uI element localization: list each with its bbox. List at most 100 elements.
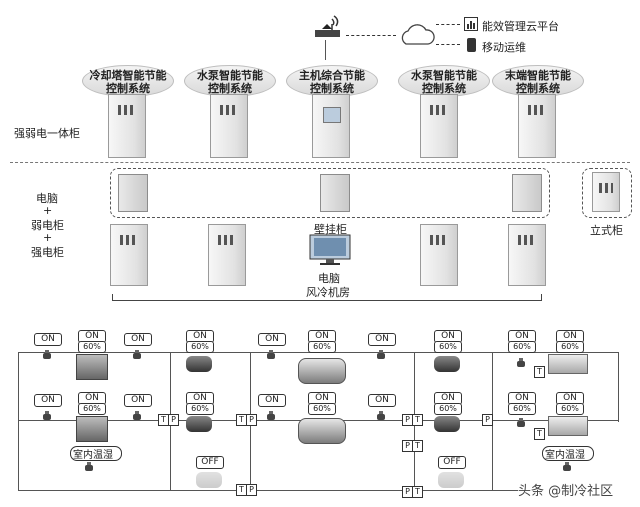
wall-cabinet-1: [118, 174, 148, 212]
pipe-bottom: [18, 490, 518, 491]
status-pct: 60%: [556, 403, 584, 415]
tag-p: P: [482, 414, 493, 426]
pipe-left: [18, 352, 19, 490]
tag-t: T: [412, 414, 423, 426]
router-icon: [312, 14, 342, 38]
air-handler-icon: [548, 416, 588, 436]
system-title-chiller: 主机综合节能 控制系统: [286, 65, 378, 97]
cloud-icon: [398, 22, 436, 46]
plus-1: +: [43, 204, 53, 217]
status-on: ON: [508, 392, 536, 405]
valve-icon: [516, 358, 526, 368]
plus-2: +: [43, 231, 53, 244]
cabinet-terminal: [518, 94, 556, 158]
tag-p: P: [246, 484, 257, 496]
status-pct: 60%: [556, 341, 584, 353]
status-on: ON: [78, 392, 106, 405]
computer-monitor-icon: [308, 234, 352, 266]
system-title-terminal: 末端智能节能 控制系统: [492, 65, 584, 97]
tag-t: T: [412, 486, 423, 498]
tag-t: T: [534, 366, 545, 378]
tag-p: P: [246, 414, 257, 426]
floor-cabinet-label: 立式柜: [590, 224, 623, 237]
status-pct: 60%: [434, 341, 462, 353]
status-pct: 60%: [308, 403, 336, 415]
status-pct: 60%: [508, 341, 536, 353]
status-on: ON: [368, 333, 396, 346]
status-on: ON: [368, 394, 396, 407]
cooling-tower-icon: [76, 416, 108, 442]
valve-icon: [376, 350, 386, 360]
computer-label: 电脑: [36, 192, 58, 205]
pump-icon-off: [196, 472, 222, 488]
valve-icon: [132, 411, 142, 421]
cabinet-cooling-tower: [108, 94, 146, 158]
valve-icon: [42, 411, 52, 421]
system-title-pump-2: 水泵智能节能 控制系统: [398, 65, 490, 97]
status-on: ON: [258, 394, 286, 407]
system-title-pump-1: 水泵智能节能 控制系统: [184, 65, 276, 97]
link-line: [436, 44, 460, 46]
weak-cabinet-label: 弱电柜: [31, 219, 64, 232]
tag-t: T: [412, 440, 423, 452]
tag-p: P: [168, 414, 179, 426]
indoor-temp-humidity-label: 室内温湿: [73, 450, 113, 461]
lower-cabinet-2: [208, 224, 246, 286]
cabinet-pump-1: [210, 94, 248, 158]
cabinet-chiller: [312, 94, 350, 158]
wall-cabinet-3: [512, 174, 542, 212]
tag-t: T: [534, 428, 545, 440]
air-handler-icon: [548, 354, 588, 374]
cooling-tower-icon: [76, 354, 108, 380]
machine-room-label: 风冷机房: [306, 286, 350, 299]
status-on: ON: [124, 394, 152, 407]
status-off: OFF: [196, 456, 224, 469]
status-pct: 60%: [308, 341, 336, 353]
lower-cabinet-1: [110, 224, 148, 286]
wall-cabinet-label: 壁挂柜: [314, 223, 347, 236]
chiller-icon: [298, 358, 346, 384]
pump-icon: [186, 416, 212, 432]
pump-icon-off: [438, 472, 464, 488]
chiller-icon: [298, 418, 346, 444]
lower-cabinet-3: [420, 224, 458, 286]
link-arrow: [346, 35, 396, 37]
valve-icon: [266, 411, 276, 421]
section-separator: [10, 162, 630, 163]
floor-cabinet: [592, 172, 620, 212]
status-on: ON: [124, 333, 152, 346]
mobile-icon: [467, 38, 476, 52]
watermark: 头条 @制冷社区: [518, 484, 614, 499]
status-pct: 60%: [186, 403, 214, 415]
machine-room-bracket: [112, 294, 542, 301]
status-pct: 60%: [78, 341, 106, 353]
status-on: ON: [34, 394, 62, 407]
indoor-sensor-left: [70, 446, 122, 461]
lower-cabinet-4: [508, 224, 546, 286]
status-on: ON: [258, 333, 286, 346]
pipe-right: [618, 352, 619, 422]
valve-icon: [42, 350, 52, 360]
sensor-icon: [84, 462, 94, 472]
computer-desk-label: 电脑: [318, 272, 340, 285]
valve-icon: [516, 418, 526, 428]
valve-icon: [376, 411, 386, 421]
strong-cabinet-label: 强电柜: [31, 246, 64, 259]
chart-icon: [464, 16, 478, 31]
pump-icon: [434, 416, 460, 432]
status-off: OFF: [438, 456, 466, 469]
router-drop: [325, 40, 326, 60]
valve-icon: [266, 350, 276, 360]
status-pct: 60%: [78, 403, 106, 415]
link-line: [436, 24, 460, 26]
valve-icon: [132, 350, 142, 360]
integrated-cabinet-label: 强弱电一体柜: [14, 127, 80, 140]
pump-icon: [434, 356, 460, 372]
system-title-cooling-tower: 冷却塔智能节能 控制系统: [82, 65, 174, 97]
mobile-ops-label: 移动运维: [482, 41, 526, 54]
wall-cabinet-group: [110, 168, 550, 218]
indoor-temp-humidity-label: 室内温湿: [545, 450, 585, 461]
cloud-platform-label: 能效管理云平台: [482, 20, 559, 33]
status-pct: 60%: [186, 341, 214, 353]
status-pct: 60%: [508, 403, 536, 415]
